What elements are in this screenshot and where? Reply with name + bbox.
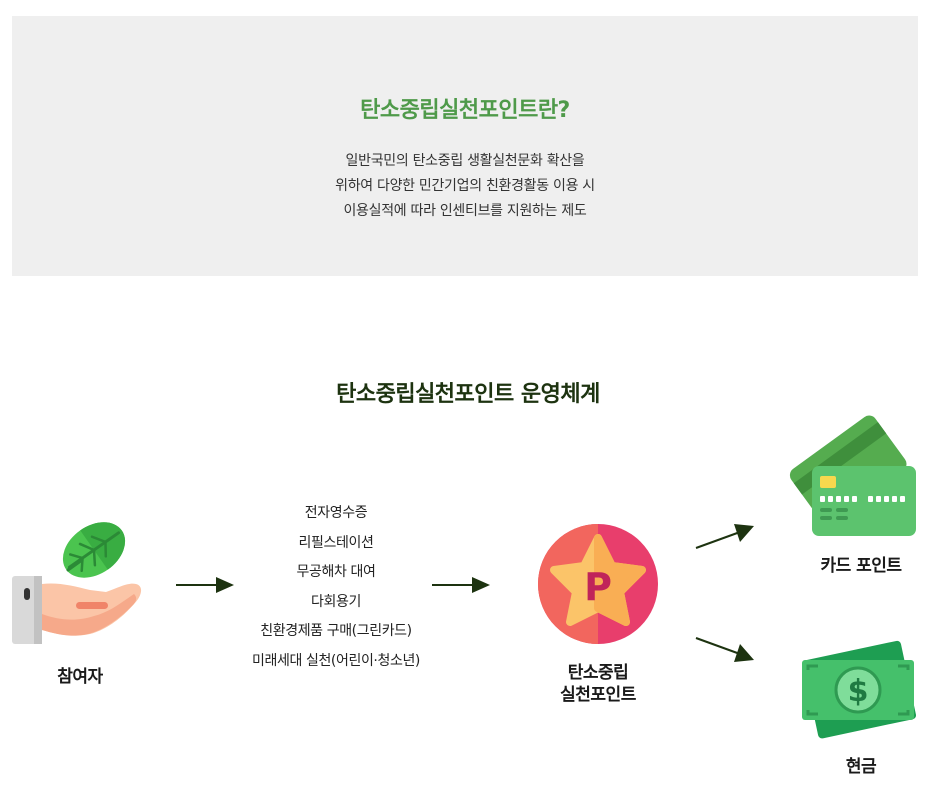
point-badge-icon: P <box>538 524 658 644</box>
card-label: 카드 포인트 <box>820 556 902 576</box>
intro-line: 이용실적에 따라 인센티브를 지원하는 제도 <box>343 203 587 219</box>
intro-section: 탄소중립실천포인트란? 일반국민의 탄소중립 생활실천문화 확산을 위하여 다양… <box>12 16 918 276</box>
palm-shade <box>42 594 137 636</box>
point-label: 탄소중립 실천포인트 <box>528 662 668 706</box>
intro-title: 탄소중립실천포인트란? <box>360 98 570 123</box>
activity-item: 리필스테이션 <box>298 534 374 551</box>
arrow-down-right-icon <box>695 637 754 662</box>
credit-card-icon <box>789 415 916 536</box>
activity-item: 무공해차 대여 <box>296 564 376 580</box>
intro-line: 일반국민의 탄소중립 생활실천문화 확산을 <box>345 153 585 169</box>
activity-item: 미래세대 실천(어린이·청소년) <box>252 652 420 669</box>
point-label-line: 실천포인트 <box>560 685 636 705</box>
intro-description: 일반국민의 탄소중립 생활실천문화 확산을 위하여 다양한 민간기업의 친환경활… <box>12 149 918 224</box>
activity-item: 다회용기 <box>311 593 361 610</box>
cash-label: 현금 <box>845 757 877 777</box>
leaf-shape <box>62 522 126 578</box>
arrow-right-icon <box>432 577 490 593</box>
arrow-right-icon <box>176 577 234 593</box>
arrow-up-right-icon <box>695 524 754 549</box>
activity-item: 전자영수증 <box>304 505 368 521</box>
hand-leaf-icon <box>12 522 142 644</box>
activity-list: 전자영수증 리필스테이션 무공해차 대여 다회용기 친환경제품 구매(그린카드)… <box>226 499 446 676</box>
intro-line: 위하여 다양한 민간기업의 친환경활동 이용 시 <box>335 178 595 194</box>
cash-symbol: $ <box>848 674 869 709</box>
finger-shape <box>76 602 108 609</box>
point-letter: P <box>584 565 612 609</box>
cash-bill-icon: $ <box>802 640 917 739</box>
sleeve-shade <box>34 576 42 644</box>
activity-item: 친환경제품 구매(그린카드) <box>260 623 412 639</box>
point-label-line: 탄소중립 <box>567 663 629 683</box>
participant-label: 참여자 <box>57 667 103 687</box>
system-title: 탄소중립실천포인트 운영체계 <box>336 382 600 407</box>
sleeve-button <box>24 588 30 600</box>
